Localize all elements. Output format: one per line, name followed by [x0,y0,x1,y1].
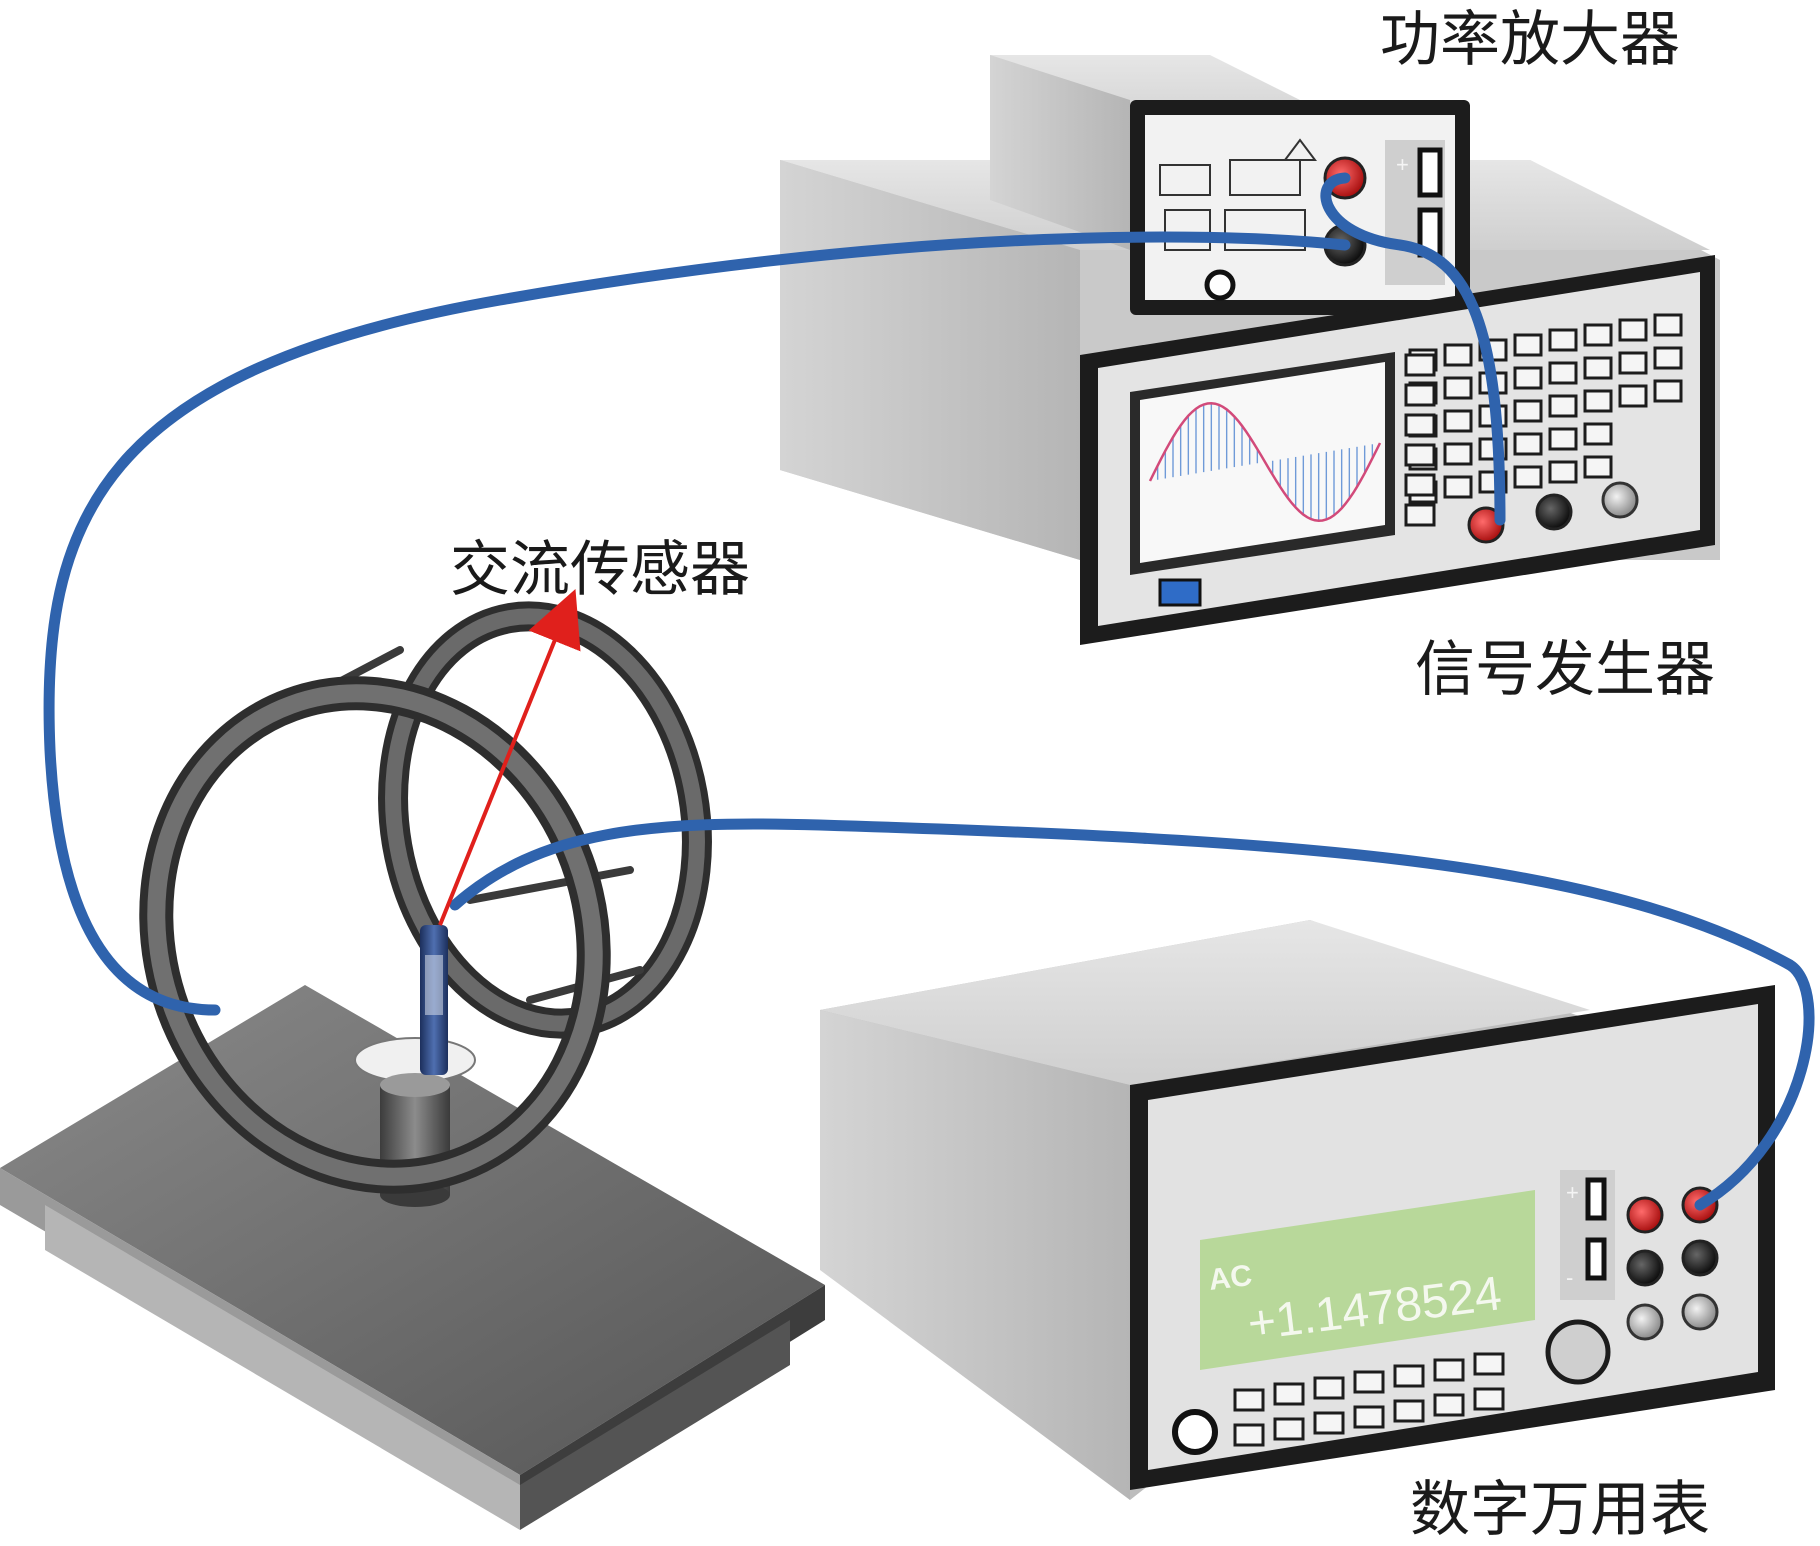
generator-side-key[interactable] [1406,475,1434,495]
generator-key[interactable] [1585,358,1611,378]
multimeter-key[interactable] [1315,1378,1343,1398]
multimeter-silver-terminal-2[interactable] [1683,1295,1717,1329]
multimeter-key[interactable] [1275,1419,1303,1439]
multimeter-key[interactable] [1235,1425,1263,1445]
generator-key[interactable] [1620,353,1646,373]
generator-key[interactable] [1585,457,1611,477]
multimeter-key[interactable] [1355,1407,1383,1427]
generator-key[interactable] [1655,348,1681,368]
multimeter-port-bottom[interactable] [1588,1240,1604,1278]
label-power-amplifier: 功率放大器 [1380,5,1680,75]
multimeter-nav-pad[interactable] [1548,1322,1608,1382]
digital-multimeter: AC +1.1478524 + - [820,920,1775,1500]
generator-key[interactable] [1655,315,1681,335]
multimeter-red-terminal-1[interactable] [1628,1198,1662,1232]
multimeter-key[interactable] [1275,1384,1303,1404]
generator-key[interactable] [1515,467,1541,487]
generator-key[interactable] [1515,335,1541,355]
multimeter-key[interactable] [1395,1401,1423,1421]
generator-key[interactable] [1550,363,1576,383]
generator-key[interactable] [1445,378,1471,398]
multimeter-silver-terminal-1[interactable] [1628,1305,1662,1339]
label-digital-multimeter: 数字万用表 [1410,1475,1710,1545]
multimeter-box-side [820,1010,1130,1500]
generator-key[interactable] [1515,401,1541,421]
generator-side-key[interactable] [1406,505,1434,525]
label-ac-sensor: 交流传感器 [450,535,750,605]
multimeter-plus-sign: + [1566,1180,1579,1205]
sensor-probe-label [425,955,443,1015]
generator-key[interactable] [1515,368,1541,388]
multimeter-power-knob[interactable] [1175,1412,1215,1452]
multimeter-port-top[interactable] [1588,1180,1604,1218]
generator-key[interactable] [1550,330,1576,350]
generator-side-key[interactable] [1406,415,1434,435]
generator-side-key[interactable] [1406,355,1434,375]
multimeter-minus-sign: - [1566,1265,1573,1290]
amplifier-power-knob[interactable] [1207,272,1233,298]
generator-key[interactable] [1585,424,1611,444]
generator-key[interactable] [1620,320,1646,340]
generator-key[interactable] [1620,386,1646,406]
multimeter-key[interactable] [1355,1372,1383,1392]
generator-power-switch[interactable] [1160,580,1200,605]
multimeter-black-terminal-2[interactable] [1683,1241,1717,1275]
generator-key[interactable] [1445,477,1471,497]
multimeter-key[interactable] [1435,1360,1463,1380]
multimeter-key[interactable] [1235,1390,1263,1410]
generator-side-key[interactable] [1406,445,1434,465]
generator-key[interactable] [1550,429,1576,449]
multimeter-mode: AC [1207,1259,1254,1297]
multimeter-key[interactable] [1475,1354,1503,1374]
generator-key[interactable] [1445,444,1471,464]
generator-key[interactable] [1515,434,1541,454]
generator-key[interactable] [1445,345,1471,365]
amplifier-port-top[interactable] [1420,150,1440,195]
generator-key[interactable] [1655,381,1681,401]
arrow-pointer [440,615,565,925]
generator-key[interactable] [1585,391,1611,411]
generator-key[interactable] [1550,462,1576,482]
generator-black-terminal[interactable] [1537,495,1571,529]
multimeter-key[interactable] [1435,1395,1463,1415]
generator-key[interactable] [1445,411,1471,431]
multimeter-key[interactable] [1475,1389,1503,1409]
generator-side-key[interactable] [1406,385,1434,405]
mount-cylinder-top [380,1073,450,1097]
multimeter-black-terminal-1[interactable] [1628,1251,1662,1285]
multimeter-key[interactable] [1315,1413,1343,1433]
label-signal-generator: 信号发生器 [1415,635,1715,705]
ac-sensor-probe [420,925,448,1075]
amplifier-plus-sign: + [1396,152,1409,177]
multimeter-key[interactable] [1395,1366,1423,1386]
generator-silver-terminal[interactable] [1603,483,1637,517]
generator-key[interactable] [1550,396,1576,416]
generator-key[interactable] [1585,325,1611,345]
